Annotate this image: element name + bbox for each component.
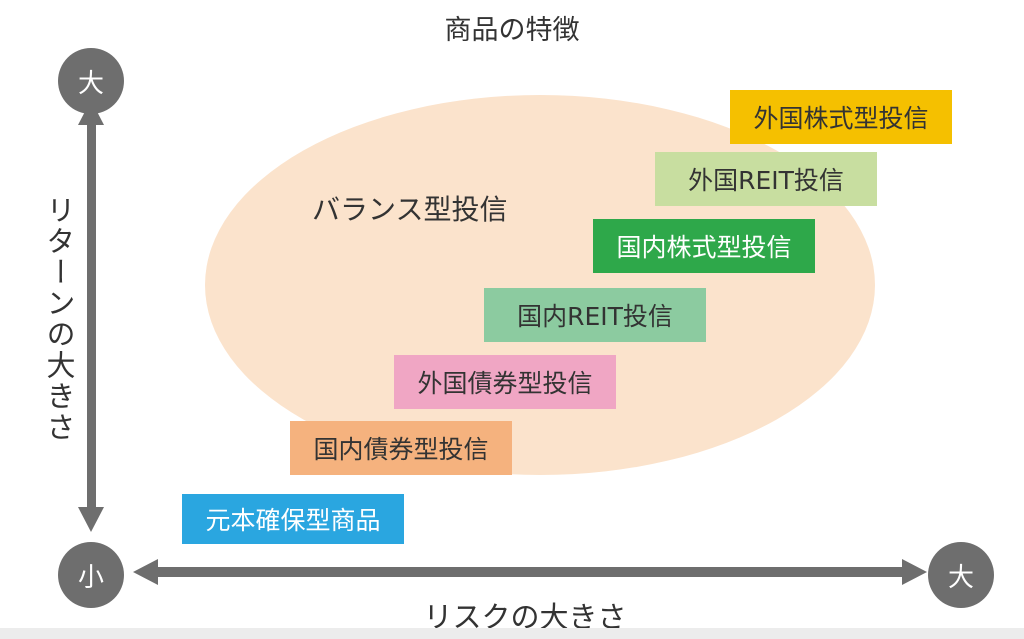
product-foreign-reit: 外国REIT投信 — [655, 152, 877, 206]
product-domestic-equity: 国内株式型投信 — [593, 219, 815, 273]
return-axis-label: リターンの大きさ — [42, 195, 76, 443]
product-foreign-bond: 外国債券型投信 — [394, 355, 616, 409]
balance-fund-label: バランス型投信 — [312, 193, 508, 226]
product-domestic-bond: 国内債券型投信 — [290, 421, 512, 475]
risk-high-marker: 大 — [928, 542, 994, 608]
diagram-title: 商品の特徴 — [444, 15, 580, 46]
product-principal-guaranteed: 元本確保型商品 — [182, 494, 404, 544]
bottom-strip — [0, 628, 1024, 639]
return-axis-arrow — [78, 100, 104, 532]
product-foreign-equity: 外国株式型投信 — [730, 90, 952, 144]
risk-axis-arrow — [133, 559, 927, 585]
return-high-marker: 大 — [58, 48, 124, 114]
origin-low-marker: 小 — [58, 542, 124, 608]
product-domestic-reit: 国内REIT投信 — [484, 288, 706, 342]
